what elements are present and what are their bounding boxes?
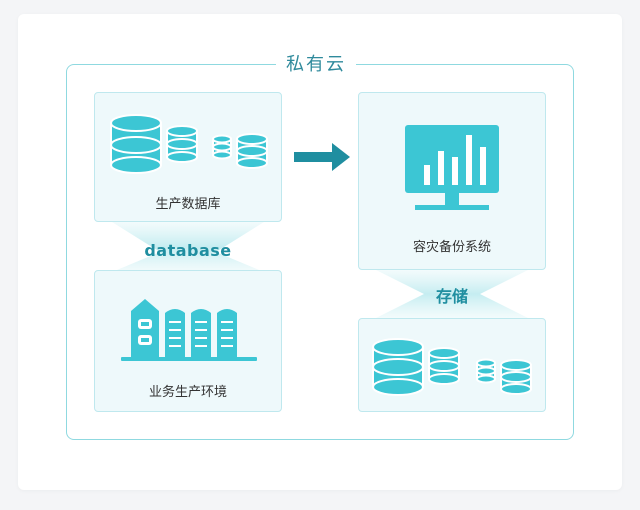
storage-box [358, 318, 546, 412]
production-db-box: 生产数据库 [94, 92, 282, 222]
monitor-bar-chart-icon [405, 125, 499, 210]
right-connector-funnel [376, 270, 528, 318]
left-connector-funnel [112, 222, 264, 272]
business-env-label: 业务生产环境 [148, 385, 227, 400]
database-cylinders-icon [110, 114, 268, 174]
database-connector-label: database [144, 241, 232, 260]
server-building-icon [121, 299, 257, 361]
disaster-backup-label: 容灾备份系统 [412, 240, 491, 255]
private-cloud-title: 私有云 [276, 52, 356, 78]
disaster-backup-box: 容灾备份系统 [358, 92, 546, 270]
storage-database-cylinders-icon [372, 338, 532, 396]
business-env-box: 业务生产环境 [94, 270, 282, 412]
production-db-label: 生产数据库 [155, 197, 221, 212]
storage-connector-label: 存储 [435, 287, 468, 306]
